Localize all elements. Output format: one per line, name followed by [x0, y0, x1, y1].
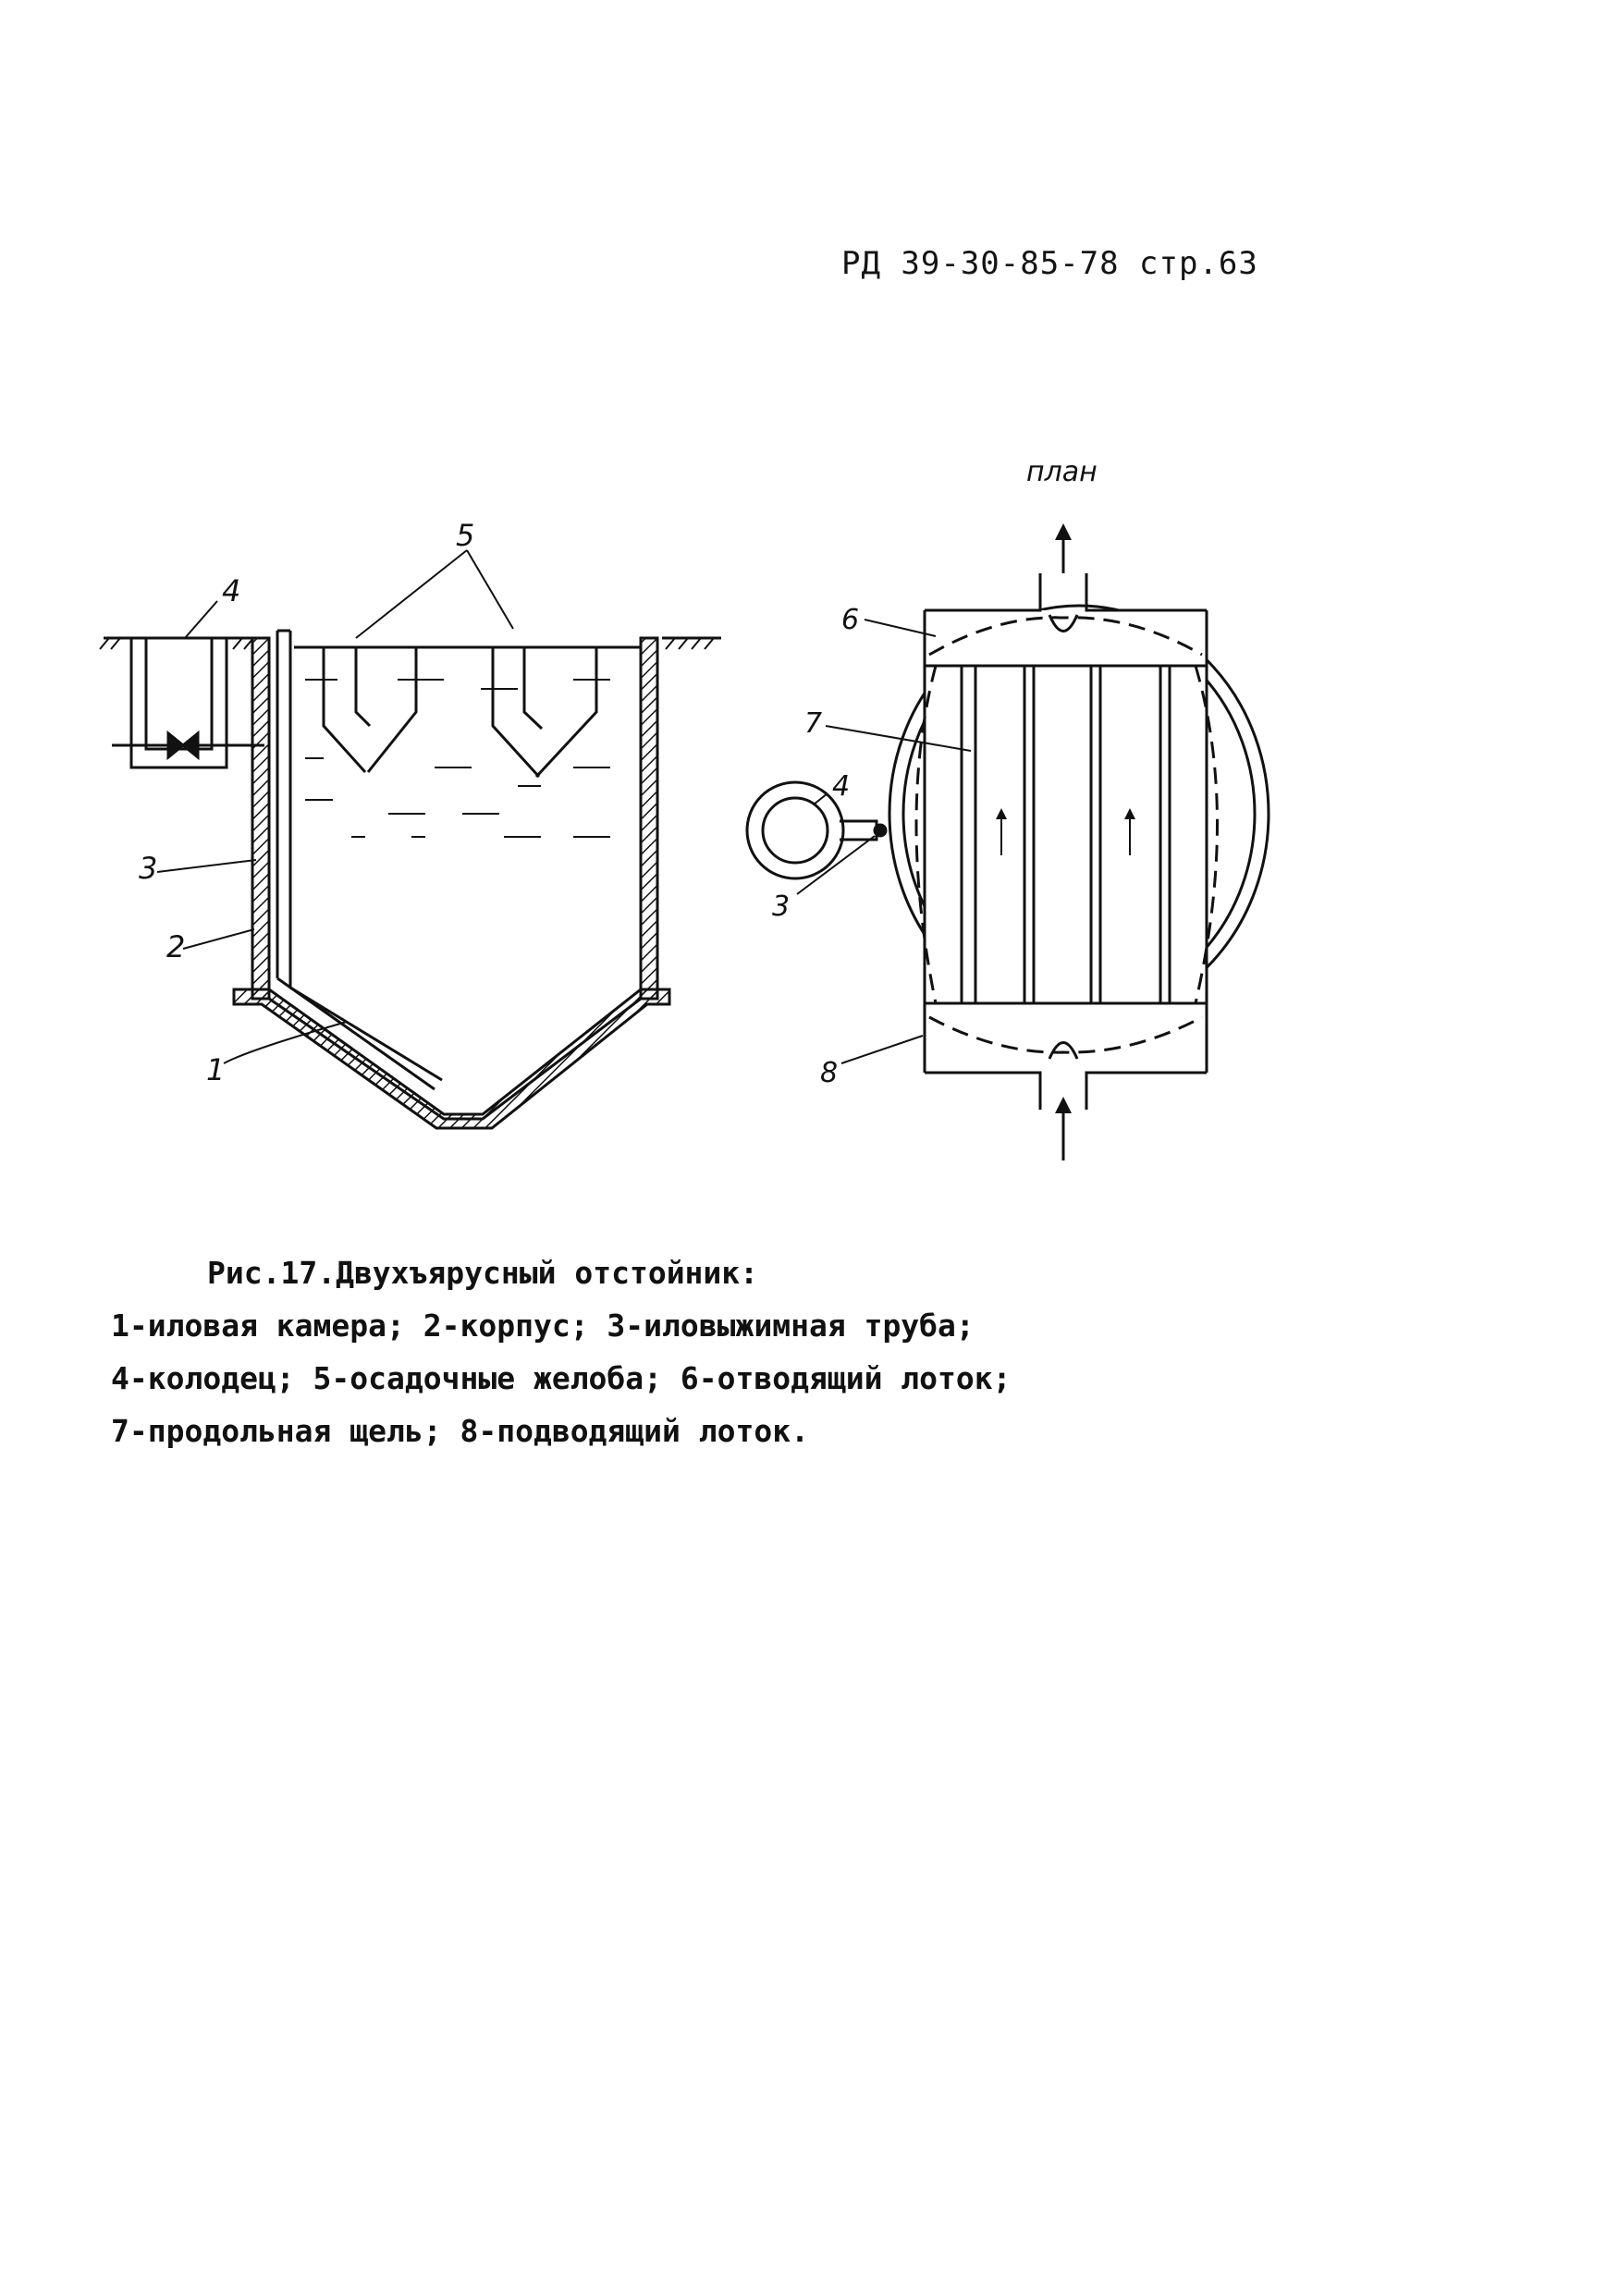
inlet-trough [925, 1071, 1207, 1110]
plan-label-4: 4 [832, 770, 850, 803]
label-2: 2 [166, 929, 185, 964]
label-3-plan-leader [796, 835, 876, 895]
document-reference: РД 39-30-85-78 стр.63 [841, 245, 1258, 282]
label-6-leader [864, 619, 937, 637]
label-1: 1 [206, 1052, 225, 1087]
label-3-leader [156, 859, 257, 873]
channel-walls [923, 610, 1208, 1073]
plan-view [745, 523, 1270, 1160]
label-2-leader [182, 928, 255, 950]
caption-line: 1-иловая камера; 2-корпус; 3-иловыжимная… [111, 1308, 975, 1344]
label-5: 5 [456, 518, 474, 553]
label-8-leader [840, 1035, 924, 1064]
label-3: 3 [139, 851, 157, 886]
plan-label-6: 6 [841, 604, 859, 636]
sludge-pipe-plan [873, 823, 888, 838]
caption-line: 4-колодец; 5-осадочные желоба; 6-отводящ… [111, 1360, 1012, 1396]
caption-title: Рис.17.Двухъярусный отстойник: [207, 1255, 759, 1291]
flow-lines [914, 616, 1219, 1054]
longitudinal-slots [960, 666, 1171, 1003]
label-7-leader [825, 725, 972, 752]
tank-body [232, 636, 671, 1130]
label-1-leader [223, 1021, 348, 1064]
label-5-leader [355, 549, 514, 639]
figure-caption: Рис.17.Двухъярусный отстойник: 1-иловая … [111, 1246, 1012, 1457]
label-4-leader [184, 600, 218, 639]
settling-troughs [322, 647, 598, 779]
sludge-pipe [276, 629, 443, 1091]
well-plan [745, 780, 845, 880]
plan-label-7: 7 [804, 707, 822, 740]
outlet-trough [925, 573, 1207, 612]
plan-label-8: 8 [820, 1057, 838, 1089]
caption-line: 7-продольная щель; 8-подводящий лоток. [111, 1413, 809, 1449]
ground-line [99, 636, 721, 650]
well [112, 636, 264, 769]
plan-title: план [1026, 456, 1098, 488]
label-4: 4 [222, 573, 240, 608]
label-4-plan-leader [813, 792, 828, 805]
plan-label-3: 3 [772, 890, 790, 923]
section-view [99, 549, 721, 1130]
water-ripples [305, 679, 610, 838]
